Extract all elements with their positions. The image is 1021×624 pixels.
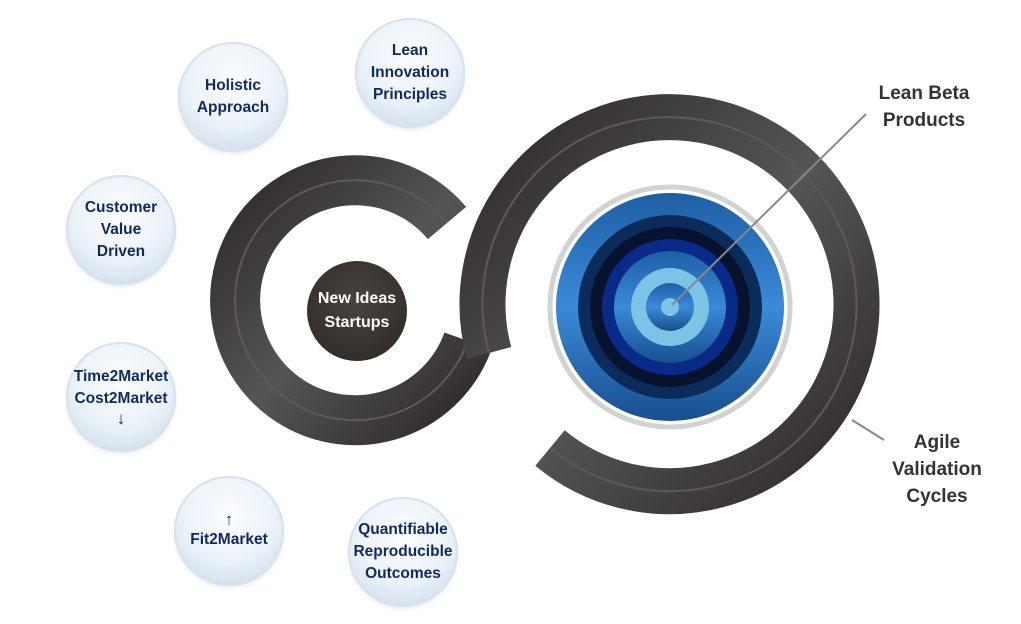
- bubble-text: Quantifiable: [358, 521, 448, 538]
- bubble-text: Lean: [391, 42, 429, 59]
- arrow-up-icon: ↑: [224, 510, 234, 529]
- bubble-text: Innovation: [370, 64, 450, 81]
- bubble-lean-innovation: Lean Innovation Principles: [355, 18, 465, 128]
- bubble-customer-value: Customer Value Driven: [66, 175, 176, 285]
- bubble-text: Time2Market: [73, 368, 169, 385]
- bubble-time2market: Time2Market Cost2Market ↓: [66, 342, 176, 452]
- bubble-quantifiable-outcomes: Quantifiable Reproducible Outcomes: [348, 497, 458, 607]
- center-new-ideas: New Ideas Startups: [307, 261, 407, 361]
- label-text: Cycles: [906, 486, 968, 507]
- bubble-text: Cost2Market: [74, 390, 168, 407]
- label-text: Agile: [913, 432, 961, 453]
- right-loop-ring-groove: [481, 116, 858, 493]
- agile-pointer-line: [851, 419, 885, 441]
- bubble-holistic-approach: Holistic Approach: [178, 42, 288, 152]
- lean-beta-pointer-line: [671, 113, 867, 306]
- bubble-text: Fit2Market: [190, 531, 268, 548]
- label-text: Validation: [892, 459, 982, 480]
- label-lean-beta-products: Lean Beta Products: [864, 80, 984, 134]
- center-text: New Ideas: [317, 290, 397, 307]
- bubble-text: Outcomes: [365, 565, 441, 582]
- bubble-fit2market: ↑ Fit2Market: [174, 476, 284, 586]
- label-text: Products: [882, 110, 966, 131]
- bubble-text: Approach: [196, 99, 270, 116]
- bubble-text: Reproducible: [353, 543, 453, 560]
- bubble-text: Value: [100, 221, 142, 238]
- center-text: Startups: [324, 314, 390, 331]
- bubble-text: Driven: [96, 243, 146, 260]
- left-loop-ring-groove: [234, 179, 469, 422]
- label-agile-validation-cycles: Agile Validation Cycles: [877, 429, 997, 510]
- label-text: Lean Beta: [878, 83, 970, 104]
- bubble-text: Principles: [372, 86, 448, 103]
- bubble-text: Customer: [84, 199, 158, 216]
- bubble-text: Holistic: [205, 77, 261, 94]
- arrow-down-icon: ↓: [116, 409, 126, 428]
